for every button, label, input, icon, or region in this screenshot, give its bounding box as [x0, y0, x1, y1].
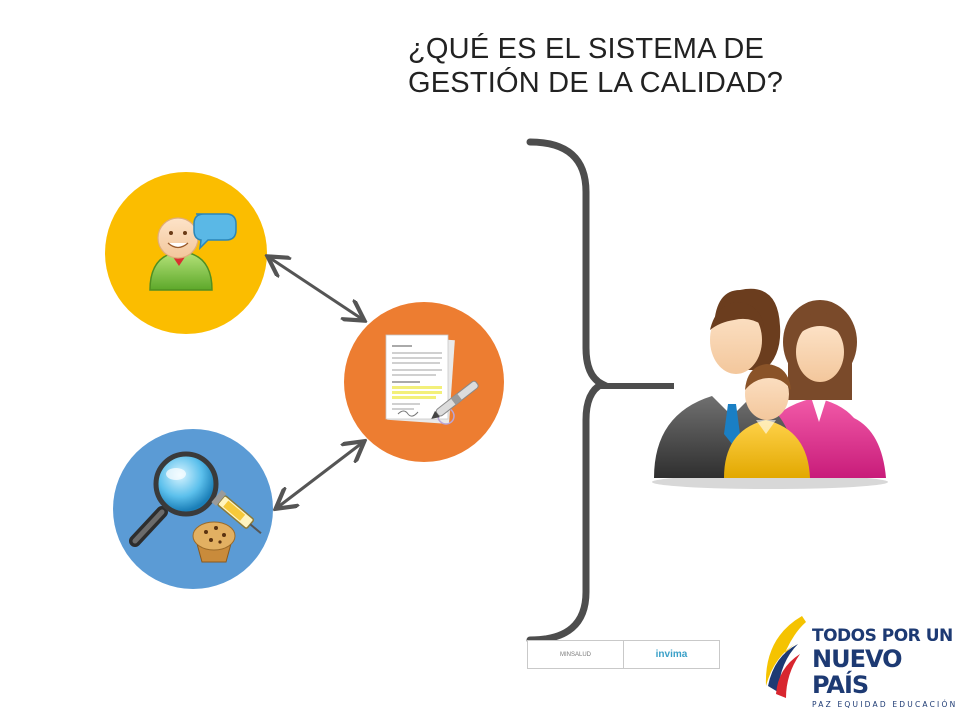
minsalud-label: MINSALUD [559, 651, 591, 658]
partner-logos-strip: MINSALUD invima [527, 640, 720, 669]
title-line-2: GESTIÓN DE LA CALIDAD? [408, 67, 784, 99]
family-icon [652, 288, 888, 489]
title-line-1: ¿QUÉ ES EL SISTEMA DE [408, 33, 765, 65]
brand-line-1: TODOS POR UN [812, 626, 953, 646]
user-speech-icon [149, 213, 237, 291]
minsalud-logo: MINSALUD [528, 641, 624, 668]
brand-line-2: NUEVO PAÍS [812, 645, 903, 699]
document-node [344, 302, 504, 462]
connector-inspection-document [278, 443, 362, 507]
user-node [105, 172, 267, 334]
invima-label: invima [655, 649, 688, 660]
colombia-flag-swoosh-icon [765, 616, 806, 698]
magnifier-food-syringe-icon [129, 451, 262, 563]
connector-user-document [270, 258, 362, 319]
inspection-node [113, 429, 273, 589]
slide-title: ¿QUÉ ES EL SISTEMA DE GESTIÓN DE LA CALI… [408, 32, 928, 100]
curly-bracket [526, 138, 610, 644]
signed-document-icon [385, 334, 479, 425]
invima-logo: invima [624, 641, 719, 668]
brand-line-3: PAZ EQUIDAD EDUCACIÓN [812, 700, 958, 709]
brand-wordmark: TODOS POR UN NUEVO PAÍS PAZ EQUIDAD EDUC… [812, 626, 960, 709]
